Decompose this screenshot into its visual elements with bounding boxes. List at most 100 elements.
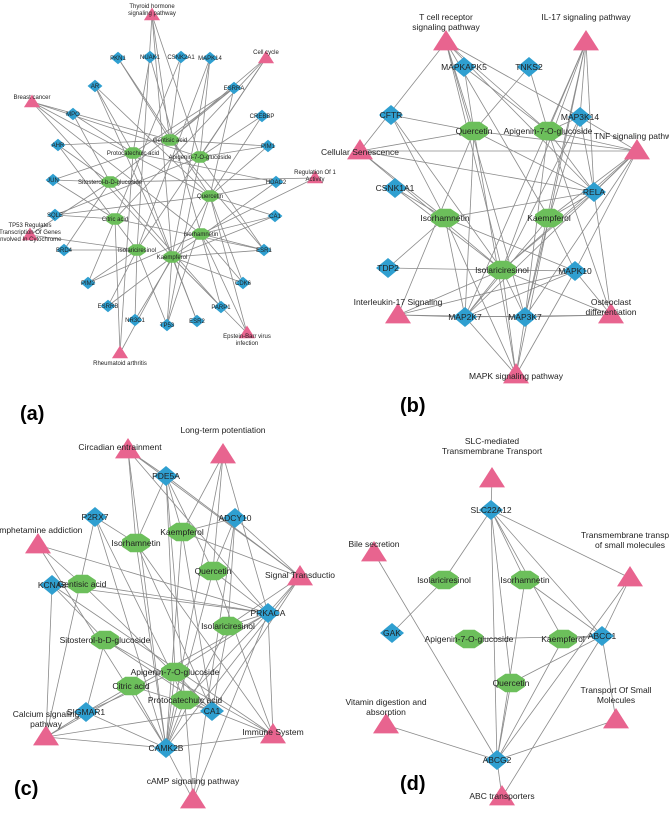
node-a-iso[interactable]: Isorhamnetin: [184, 228, 219, 240]
node-a-nr3c1[interactable]: NR3C1: [125, 313, 145, 327]
node-c-pde5a[interactable]: PDE5A: [152, 466, 180, 486]
node-d-bile[interactable]: Bile secretion: [348, 539, 400, 562]
node-d-dapi[interactable]: Apigenin-7-O-glucoside: [425, 629, 514, 649]
node-a-ahr[interactable]: AHR: [50, 138, 66, 152]
node-d-tsm1[interactable]: Transmembrane transportof small molecule…: [581, 530, 669, 587]
node-a-esr1[interactable]: ESR1: [256, 243, 272, 257]
node-c-ccit[interactable]: Citric acid: [112, 676, 150, 696]
node-a-esr2[interactable]: ESR2: [189, 314, 205, 328]
node-b-il17s[interactable]: Interleukin-17 Signaling: [354, 297, 443, 324]
node-a-esrrb[interactable]: ESRRB: [98, 299, 119, 313]
node-c-p2rx7[interactable]: P2RX7: [82, 507, 109, 527]
node-a-pim1[interactable]: PIM1: [260, 139, 276, 153]
node-a-cit[interactable]: Citric acid: [102, 213, 128, 225]
node-b-cftr[interactable]: CFTR: [379, 105, 403, 125]
node-a-bc[interactable]: Breast cancer: [13, 94, 51, 108]
node-c-adcy10[interactable]: ADCY10: [218, 508, 252, 528]
node-b-map3k14[interactable]: MAP3K14: [561, 107, 600, 127]
node-d-abct[interactable]: ABC transporters: [469, 785, 535, 806]
node-d-dkae[interactable]: Kaempferol: [541, 629, 585, 649]
node-c-imm[interactable]: Immune System: [242, 723, 304, 744]
node-a-api[interactable]: Apigenin-7-O-glucoside: [169, 151, 232, 163]
node-c-ciso[interactable]: Isorhamnetin: [111, 533, 161, 553]
node-a-ar[interactable]: AR: [87, 79, 103, 93]
node-b-tnks2[interactable]: TNKS2: [515, 57, 543, 77]
node-c-cgen[interactable]: Gentisic acid: [58, 574, 107, 594]
node-c-prkaca[interactable]: PRKACA: [251, 603, 286, 623]
node-c-ca1c[interactable]: CA1: [200, 701, 224, 721]
node-a-crebbp[interactable]: CREBBP: [250, 109, 275, 123]
node-d-slc22a12[interactable]: SLC22A12: [470, 500, 512, 520]
node-a-pkn1[interactable]: PKN1: [110, 51, 126, 65]
node-b-bisl[interactable]: Isolariciresinol: [475, 260, 529, 280]
node-c-cque[interactable]: Quercetin: [195, 561, 232, 581]
node-a-esrra[interactable]: ESRRA: [224, 81, 245, 95]
node-b-map2k7[interactable]: MAP2K7: [448, 307, 482, 327]
node-c-camk2b[interactable]: CAMK2B: [149, 738, 184, 758]
node-a-parp1[interactable]: PARP1: [211, 300, 231, 314]
node-b-mapk10[interactable]: MAPK10: [558, 261, 592, 281]
node-b-il17p[interactable]: IL-17 signaling pathway: [541, 12, 631, 51]
node-a-cdk6[interactable]: CDK6: [235, 276, 252, 290]
node-a-isl[interactable]: Isolariciresinol: [118, 244, 156, 256]
node-d-abcc1[interactable]: ABCC1: [588, 626, 617, 646]
node-c-cpro[interactable]: Protocatechuic acid: [148, 690, 222, 710]
node-b-csnk1a1[interactable]: CSNK1A1: [376, 178, 415, 198]
node-a-ca1a[interactable]: CA1: [267, 209, 283, 223]
node-b-bque[interactable]: Quercetin: [456, 121, 493, 141]
node-b-sen[interactable]: Cellular Senescence: [321, 139, 399, 160]
node-d-disl[interactable]: Isolariciresinol: [417, 570, 471, 590]
node-a-nuak1[interactable]: NUAK1: [140, 50, 161, 64]
node-c-ltp[interactable]: Long-term potentiation: [180, 425, 266, 464]
node-c-sigmar1[interactable]: SIGMAR1: [67, 702, 106, 722]
node-b-tdp2[interactable]: TDP2: [376, 258, 400, 278]
node-a-pro[interactable]: Protocatechuic acid: [107, 147, 159, 159]
node-c-cisl[interactable]: Isolariciresinol: [201, 616, 255, 636]
node-c-kcna3[interactable]: KCNA3: [38, 575, 67, 595]
node-b-mapks[interactable]: MAPK signaling pathway: [469, 363, 564, 384]
node-b-bkae[interactable]: Kaempferol: [527, 208, 571, 228]
node-b-map3k7[interactable]: MAP3K7: [508, 307, 542, 327]
node-b-mapkapk5[interactable]: MAPKAPK5: [441, 57, 487, 77]
node-c-csit[interactable]: Sitosterol-b-D-glucoside: [60, 630, 151, 650]
node-c-circ[interactable]: Circadian entrainment: [78, 438, 162, 459]
node-d-abcg2[interactable]: ABCG2: [483, 750, 512, 770]
node-b-rela[interactable]: RELA: [582, 182, 606, 202]
node-a-mapk14[interactable]: MAPK14: [198, 51, 222, 65]
node-a-kae[interactable]: Kaempferol: [157, 251, 188, 263]
node-a-que[interactable]: Quercetin: [197, 190, 223, 202]
node-a-tp53[interactable]: TP53: [159, 318, 175, 332]
node-c-camp[interactable]: cAMP signaling pathway: [147, 776, 240, 809]
node-a-pim2[interactable]: PIM2: [80, 276, 96, 290]
node-a-brd4[interactable]: BRD4: [56, 243, 73, 257]
node-a-sit[interactable]: Sitosterol-b-D-glucoside: [78, 176, 143, 188]
node-b-bapi[interactable]: Apigenin-7-O-glucoside: [504, 121, 593, 141]
node-d-gak[interactable]: GAK: [380, 623, 404, 643]
node-c-ckae[interactable]: Kaempferol: [160, 522, 204, 542]
node-c-amph[interactable]: Amphetamine addiction: [0, 525, 83, 554]
node-a-jun[interactable]: JUN: [45, 173, 61, 187]
node-a-csnk2a1[interactable]: CSNK2A1: [167, 50, 195, 64]
node-a-ra[interactable]: Rheumatoid arthritis: [93, 345, 147, 367]
node-d-dque[interactable]: Quercetin: [493, 673, 530, 693]
node-c-sig[interactable]: Signal Transductio: [265, 565, 335, 586]
node-a-hdac2[interactable]: HDAC2: [266, 175, 287, 189]
node-a-mpo[interactable]: MPO: [65, 107, 81, 121]
node-a-sqle[interactable]: SQLE: [47, 208, 63, 222]
node-c-capi[interactable]: Apigenin-7-O-glucoside: [131, 662, 220, 682]
node-a-gen[interactable]: Gentisic acid: [153, 134, 187, 146]
node-b-tnf[interactable]: TNF signaling pathway: [594, 131, 669, 160]
node-a-cell[interactable]: Cell cycle: [253, 50, 279, 64]
node-b-biso[interactable]: Isorhamnetin: [420, 208, 470, 228]
node-d-diso[interactable]: Isorhamnetin: [500, 570, 550, 590]
